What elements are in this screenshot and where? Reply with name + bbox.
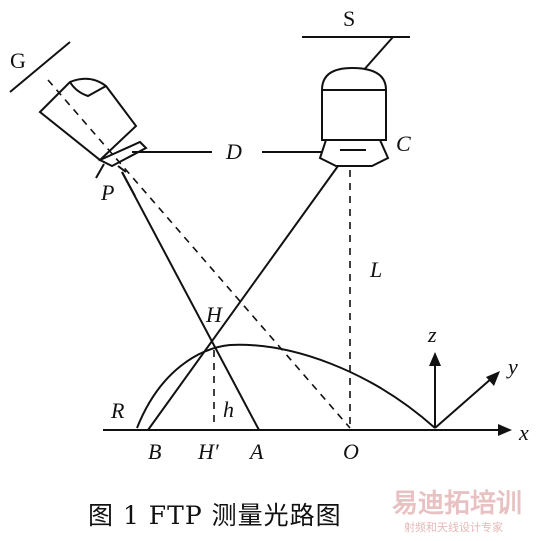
label-y: y [506,354,518,379]
object-surface-curve [136,343,436,429]
label-L: L [369,257,382,282]
label-S: S [343,6,355,31]
label-O: O [343,439,359,464]
label-A: A [248,439,264,464]
label-x: x [518,420,529,445]
label-G: G [10,48,26,73]
label-D: D [225,139,242,164]
figure-caption: 图 1 FTP 测量光路图 [88,501,342,530]
watermark-main: 易迪拓培训 [392,489,522,519]
label-H: H [205,302,223,327]
coordinate-axes [429,352,500,429]
watermark-sub: 射频和天线设计专家 [404,520,503,534]
label-P: P [100,180,114,205]
label-H-prime: H′ [197,439,220,464]
label-B: B [148,439,161,464]
light-rays [121,165,339,431]
label-h: h [223,397,234,422]
camera-device [302,36,410,167]
projector-device [9,41,148,179]
label-R: R [110,398,125,423]
baseline-axis [103,424,512,436]
label-z: z [427,322,437,347]
label-C: C [396,131,411,156]
dashed-lines [47,79,351,429]
